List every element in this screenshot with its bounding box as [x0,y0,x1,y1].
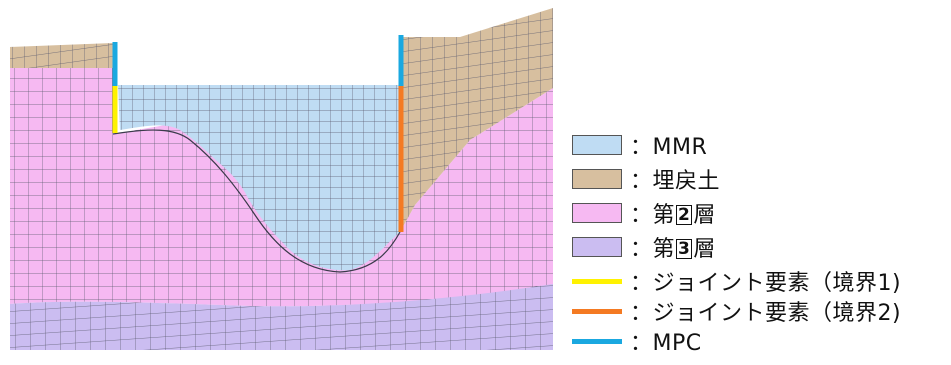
legend-text: 埋戻土 [652,169,721,194]
legend-boxed-number: 3 [676,239,693,259]
fem-mesh-diagram [10,8,553,350]
legend-separator: ： [630,271,653,296]
legend-item: ：MMR [572,129,707,161]
legend-label: ：ジョイント要素（境界1) [630,265,901,297]
legend-separator: ： [630,237,653,262]
legend-item: ：ジョイント要素（境界1) [572,265,901,297]
legend-line-swatch [572,338,622,344]
legend-text: ジョイント要素（境界1) [652,271,902,296]
legend-separator: ： [630,203,653,228]
legend-line-swatch [572,308,622,314]
legend-item: ：MPC [572,325,702,357]
legend-text: ジョイント要素（境界2) [652,301,902,326]
legend-item: ：ジョイント要素（境界2) [572,295,901,327]
legend-line-swatch [572,278,622,284]
legend-separator: ： [630,135,653,160]
legend-text: MMR [652,135,708,160]
legend-separator: ： [630,301,653,326]
legend-swatch [572,169,622,189]
backfill-soil-region [10,8,553,232]
legend-swatch [572,203,622,223]
legend-label: ：ジョイント要素（境界2) [630,295,901,327]
legend-separator: ： [630,331,653,356]
legend-boxed-number: 2 [676,205,693,225]
legend-text-suffix: 層 [693,237,716,262]
legend-text-prefix: 第 [652,203,676,228]
legend-text-prefix: 第 [652,237,676,262]
legend-label: ：MPC [630,325,702,357]
legend-separator: ： [630,169,653,194]
legend-label: ：埋戻土 [630,163,720,195]
layer-3-region [10,284,553,350]
legend-swatch [572,135,622,155]
legend-text-suffix: 層 [693,203,716,228]
legend-text: MPC [652,331,702,356]
legend-swatch [572,237,622,257]
mmr-region [118,85,400,271]
legend-label: ：MMR [630,129,707,161]
legend-item: ：埋戻土 [572,163,720,195]
